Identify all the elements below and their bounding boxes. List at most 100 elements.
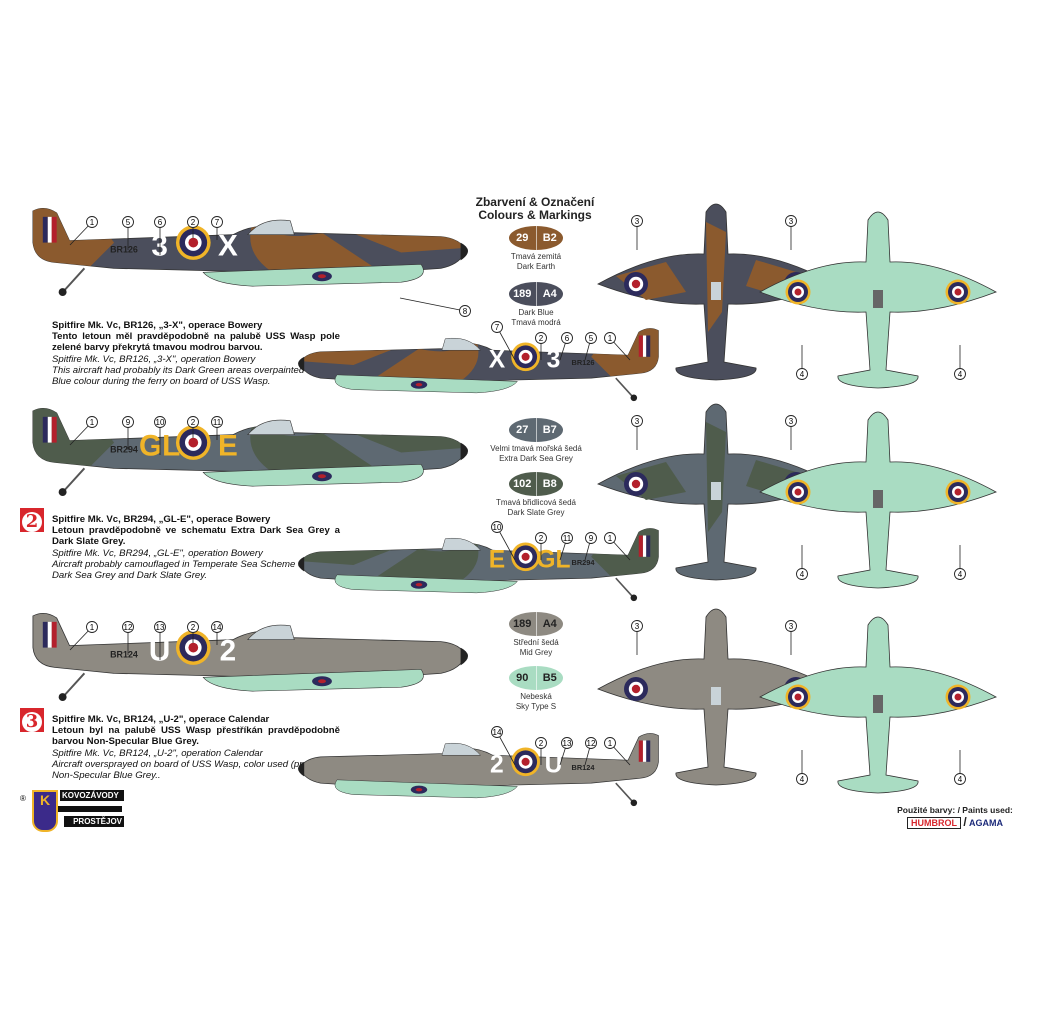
callout-number: 14 [493,728,502,737]
code-letter-right: X [218,229,238,262]
callout-number: 1 [90,418,95,427]
callout-number: 3 [789,217,794,226]
serial-number: BR124 [572,763,596,772]
paint-name-1: Velmi tmavá mořská šedá [490,444,582,453]
callout-marker [785,620,797,632]
serial-number: BR126 [110,245,138,255]
callout-number: 1 [608,334,613,343]
cockpit [711,282,721,300]
paint-name-1: Střední šedá [513,638,559,647]
code-letter-right: 2 [220,634,237,667]
paint-name-1: Tmavá břidlicová šedá [495,498,577,507]
agama-code: B5 [535,666,564,690]
callout-number: 2 [539,334,544,343]
callout-marker [535,332,547,344]
callout-number: 5 [589,334,594,343]
fin-flash [646,740,651,762]
code-letter-left: 3 [547,346,561,373]
callout-number: 11 [213,418,222,427]
callout-marker [631,215,643,227]
callout-number: 7 [215,218,220,227]
callout-marker [796,568,808,580]
humbrol-code: 27 [516,424,529,436]
code-letter-right: 2 [490,751,504,778]
canopy [247,624,295,640]
cockpit [873,490,883,508]
code-letter-right: E [489,546,505,573]
callout-marker [491,726,503,738]
spinner [298,556,305,572]
scheme-1-description: Spitfire Mk. Vc, BR126, „3-X", operace B… [52,320,340,388]
code-letter-left: GL [536,546,570,573]
code-letter-right: X [489,346,506,373]
paint-name-1: Dark Blue [518,308,554,317]
callout-marker [86,416,98,428]
humbrol-code: 102 [513,478,532,490]
bottom-view [759,211,997,389]
callout-marker [604,332,616,344]
humbrol-code: 29 [516,232,529,244]
humbrol-code: 90 [516,672,529,684]
callout-number: 4 [958,775,963,784]
spinner [460,242,469,261]
callout-marker [585,332,597,344]
callout-number: 9 [126,418,131,427]
callout-number: 14 [213,623,222,632]
paint-name-2: Tmavá modrá [511,318,561,327]
callout-number: 3 [635,417,640,426]
callout-marker [187,621,199,633]
scheme-2-badge: 2 [20,508,44,532]
callout-marker [604,737,616,749]
serial-number: BR126 [572,358,595,367]
callout-number: 11 [563,534,572,543]
spinner [298,356,305,372]
callout-marker [211,216,223,228]
callout-number: 2 [539,534,544,543]
spinner [460,647,469,666]
callout-marker [785,415,797,427]
humbrol-code: 189 [513,618,532,630]
callout-number: 1 [90,218,95,227]
callout-marker [154,416,166,428]
paint-name-2: Dark Slate Grey [507,508,565,517]
callout-number: 8 [463,307,468,316]
fuselage [299,733,659,789]
colours-markings-title: Zbarvení & Označení Colours & Markings [460,196,610,222]
tailwheel [58,288,67,297]
callout-marker [604,532,616,544]
callout-marker [154,621,166,633]
tailwheel [630,594,638,602]
agama-logo: AGAMA [969,818,1004,828]
callout-marker [785,215,797,227]
canopy [441,537,482,551]
callout-marker [122,416,134,428]
callout-marker [954,368,966,380]
callout-marker [122,216,134,228]
scheme-3-badge: 3 [20,708,44,732]
agama-code: B7 [535,418,564,442]
paint-name-2: Mid Grey [519,648,553,657]
agama-code: A4 [535,282,564,306]
agama-code: B8 [535,472,564,496]
bottom-view [759,616,997,794]
spinner [298,761,305,777]
humbrol-logo: HUMBROL [906,817,961,829]
serial-number: BR294 [110,445,138,455]
callout-number: 3 [789,417,794,426]
callout-number: 6 [158,218,163,227]
callout-number: 4 [800,570,805,579]
code-letter-right: E [218,429,238,462]
callout-number: 1 [608,534,613,543]
callout-number: 4 [958,570,963,579]
title-en: Colours & Markings [478,208,592,222]
callout-marker [154,216,166,228]
callout-marker [954,568,966,580]
cockpit [711,687,721,705]
canopy [247,219,295,235]
callout-number: 1 [608,739,613,748]
